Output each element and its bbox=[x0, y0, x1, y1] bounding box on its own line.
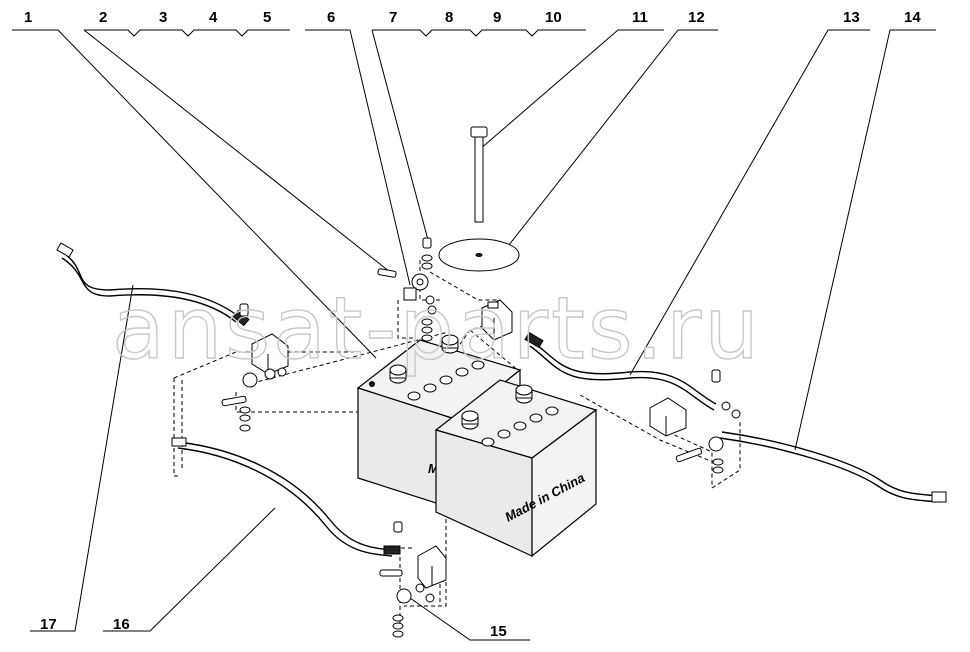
hold-down-plate bbox=[438, 238, 520, 272]
battery-front: Made in China bbox=[434, 379, 598, 558]
callout-10: 10 bbox=[545, 9, 562, 26]
callout-14: 14 bbox=[904, 9, 921, 26]
callout-5: 5 bbox=[263, 9, 271, 26]
battery-rear-caps bbox=[369, 334, 485, 401]
callout-4: 4 bbox=[209, 9, 218, 26]
terminal-clamp-top bbox=[377, 237, 437, 342]
callout-2: 2 bbox=[99, 9, 107, 26]
callout-3: 3 bbox=[159, 9, 167, 26]
terminal-clamp-right bbox=[649, 369, 741, 474]
hold-down-rod bbox=[470, 126, 488, 223]
callout-17: 17 bbox=[40, 616, 57, 633]
callout-1: 1 bbox=[24, 9, 32, 26]
terminal-clamp-left bbox=[221, 303, 289, 432]
terminal-cover-center bbox=[481, 299, 513, 341]
callout-11: 11 bbox=[632, 9, 648, 26]
watermark-text: ansat-parts.ru bbox=[112, 279, 762, 379]
callout-16: 16 bbox=[113, 616, 130, 633]
callout-15: 15 bbox=[490, 623, 507, 640]
cable-right-lower bbox=[719, 431, 947, 503]
callout-13: 13 bbox=[843, 9, 860, 26]
cable-right-upper bbox=[524, 331, 717, 411]
callout-9: 9 bbox=[493, 9, 501, 26]
callout-6: 6 bbox=[327, 9, 335, 26]
leader-lines bbox=[12, 29, 936, 641]
terminal-clamp-bottom bbox=[379, 521, 447, 638]
callout-labels: 1 2 3 4 5 6 7 8 9 10 11 12 13 14 15 16 1… bbox=[24, 9, 921, 640]
cable-left-lower bbox=[171, 437, 401, 557]
cable-left-upper bbox=[56, 242, 250, 327]
callout-8: 8 bbox=[445, 9, 453, 26]
battery-front-caps bbox=[461, 384, 559, 447]
callout-12: 12 bbox=[688, 9, 705, 26]
callout-7: 7 bbox=[389, 9, 397, 26]
